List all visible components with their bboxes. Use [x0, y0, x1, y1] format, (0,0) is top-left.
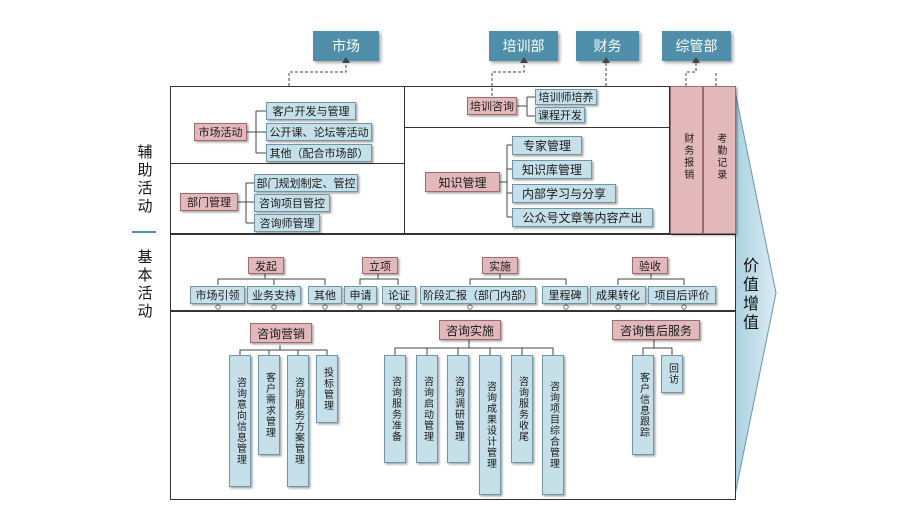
marketing-item-2: 公开课、论坛等活动 — [266, 123, 372, 141]
dept-mgmt-item-3: 咨询师管理 — [254, 214, 320, 232]
value-label: 价值增值 — [740, 257, 759, 333]
knowledge-item-4: 公众号文章等内容产出 — [512, 208, 653, 227]
knowledge-item-2: 知识库管理 — [512, 160, 592, 179]
dept-finance: 财务 — [576, 31, 639, 61]
col-closing: 咨询服务收尾 — [511, 355, 533, 463]
support-activities-label: 辅助活动 — [135, 144, 154, 216]
phase-implement: 实施 — [482, 257, 518, 274]
dept-management: 部门管理 — [180, 193, 238, 211]
col-design: 咨询成果设计管理 — [479, 355, 501, 495]
knowledge-item-1: 专家管理 — [512, 136, 582, 155]
phase-accept: 验收 — [632, 257, 668, 274]
knowledge-item-3: 内部学习与分享 — [512, 184, 616, 203]
finance-reimburse: 财务报销 — [670, 86, 703, 234]
sub-result-transform: 成果转化 — [590, 286, 646, 304]
dept-admin: 综管部 — [662, 31, 731, 61]
training-activity: 培训咨询 — [467, 97, 517, 115]
sub-post-evaluation: 项目后评价 — [648, 286, 716, 304]
training-item-2: 课程开发 — [535, 107, 585, 123]
attendance-record: 考勤记录 — [703, 86, 736, 234]
knowledge-management: 知识管理 — [425, 172, 500, 192]
marketing-activity: 市场活动 — [194, 123, 247, 141]
col-customer-needs: 客户需求管理 — [258, 355, 280, 455]
col-research: 咨询调研管理 — [447, 355, 469, 463]
phase-approve: 立项 — [362, 257, 398, 274]
col-bidding: 投标管理 — [316, 355, 338, 423]
dept-training-label: 培训部 — [502, 39, 545, 55]
col-project-mgmt: 咨询项目综合管理 — [542, 355, 564, 495]
dept-mgmt-item-1: 部门规划制定、管控 — [254, 174, 358, 192]
sub-market-lead: 市场引领 — [190, 286, 245, 304]
dept-finance-label: 财务 — [593, 39, 622, 55]
col-service-plan: 咨询服务方案管理 — [287, 355, 309, 487]
marketing-item-3: 其他（配合市场部） — [266, 144, 372, 162]
training-item-1: 培训师培养 — [535, 89, 597, 105]
col-kickoff: 咨询启动管理 — [416, 355, 438, 463]
dept-market-label: 市场 — [332, 39, 360, 55]
dept-mgmt-item-2: 咨询项目管控 — [254, 194, 330, 212]
marketing-item-1: 客户开发与管理 — [266, 102, 356, 120]
group-after-sales: 咨询售后服务 — [612, 320, 700, 340]
value-arrow — [734, 86, 777, 500]
sub-business-support: 业务支持 — [247, 286, 301, 304]
col-revisit: 回访 — [661, 355, 683, 393]
col-intention-info: 咨询意向信息管理 — [229, 355, 251, 487]
sub-other: 其他 — [308, 286, 342, 304]
phase-initiate: 发起 — [248, 257, 284, 274]
section-divider — [132, 231, 156, 233]
dept-admin-label: 综管部 — [675, 39, 718, 55]
sub-milestone: 里程碑 — [542, 286, 588, 304]
col-customer-tracking: 客户信息跟踪 — [632, 355, 654, 455]
dept-market: 市场 — [313, 31, 379, 61]
group-consulting-implementation: 咨询实施 — [439, 320, 501, 340]
col-service-prep: 咨询服务准备 — [384, 355, 406, 463]
sub-demonstrate: 论证 — [382, 286, 416, 304]
basic-activities-label: 基本活动 — [135, 249, 154, 321]
group-consulting-marketing: 咨询营销 — [250, 323, 312, 343]
dept-training: 培训部 — [489, 31, 558, 61]
sub-stage-report: 阶段汇报（部门内部） — [420, 286, 536, 304]
sub-apply: 申请 — [344, 286, 377, 304]
